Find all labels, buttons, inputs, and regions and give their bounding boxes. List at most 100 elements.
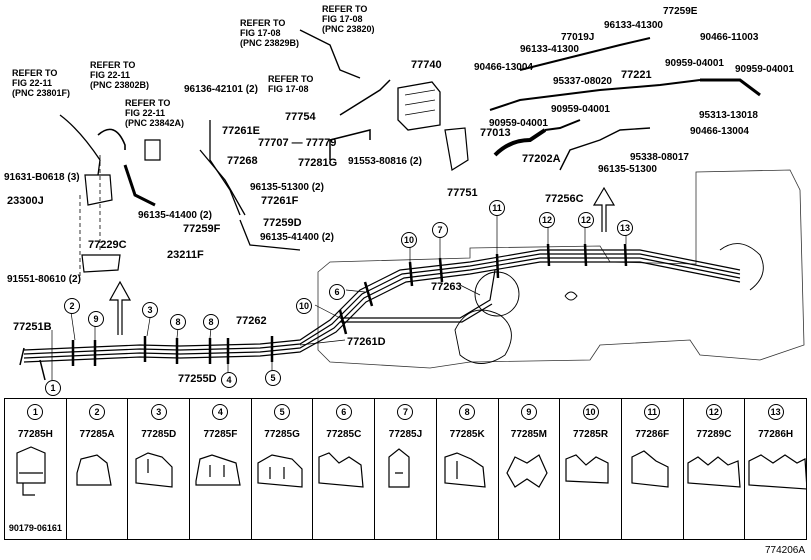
callout-5: 5 [265, 370, 281, 386]
refer-line: REFER TO [90, 60, 136, 70]
callout-2: 2 [64, 298, 80, 314]
part-label: 96133-41300 [604, 20, 663, 31]
pipe-77259 [239, 219, 301, 251]
document-id: 774206A [764, 545, 805, 556]
pipe-77754 [339, 79, 391, 116]
legend-callout: 9 [520, 404, 537, 420]
clamp-shape [631, 450, 669, 488]
clamp-shape [16, 446, 46, 496]
part-label: 77751 [447, 187, 478, 199]
refer-line: (PNC 23829B) [240, 38, 300, 48]
callout-12: 12 [539, 212, 555, 228]
refer-line: (PNC 23801F) [12, 88, 71, 98]
part-label: 77229C [88, 239, 127, 251]
callout-13: 13 [617, 220, 633, 236]
clamp-illustration [444, 452, 486, 488]
legend-part-number: 77285F [203, 429, 238, 440]
part-label: 95337-08020 [553, 76, 612, 87]
part-label: 77256C [545, 193, 584, 205]
part-label: 77259F [183, 223, 221, 235]
clamp-shape [76, 454, 112, 486]
hose-77019J [519, 37, 651, 71]
part-label: 77013 [480, 127, 511, 139]
refer-line: REFER TO [322, 4, 368, 14]
part-label: 90466-11003 [700, 32, 759, 43]
legend-sub-part: 90179-06161 [8, 523, 62, 533]
clamp-illustration [388, 448, 410, 488]
hose-77202A [544, 119, 581, 131]
part-label: 91551-80610 (2) [7, 274, 81, 285]
part-label: 91553-80816 (2) [348, 156, 422, 167]
legend-callout: 5 [274, 404, 291, 420]
refer-line: REFER TO [125, 98, 171, 108]
callout-8: 8 [170, 314, 186, 330]
legend-callout: 12 [705, 404, 722, 420]
legend-part-number: 77285H [17, 429, 53, 440]
part-label: 96135-51300 [598, 164, 657, 175]
part-label: 91631-B0618 (3) [4, 172, 80, 183]
refer-label-5: REFER TO FIG 17-08 (PNC 23820) [322, 4, 375, 34]
part-label: 96135-41400 (2) [260, 232, 334, 243]
callout-7: 7 [432, 222, 448, 238]
legend-part-number: 77289C [696, 429, 732, 440]
up-arrow-left [108, 280, 132, 335]
refer-label-4: REFER TO FIG 17-08 (PNC 23829B) [240, 18, 299, 48]
pipe-77256C [559, 127, 651, 171]
hose-95313 [700, 78, 761, 97]
part-label: 96135-51300 (2) [250, 182, 324, 193]
bracket-77751 [444, 127, 469, 171]
refer-line: FIG 17-08 [240, 28, 281, 38]
legend-callout: 1 [27, 404, 44, 420]
tank-bracket [564, 291, 578, 301]
legend-part-number: 77285A [79, 429, 115, 440]
callout-12b: 12 [578, 212, 594, 228]
clamp-illustration [135, 452, 173, 488]
part-label: 77255D [178, 373, 217, 385]
canister-77740 [397, 81, 441, 131]
legend-part-number: 77285R [573, 429, 609, 440]
fuel-tank-outline [317, 169, 805, 369]
clamp-illustration [505, 454, 548, 488]
legend-callout: 11 [644, 404, 661, 420]
callout-10: 10 [401, 232, 417, 248]
part-label: 95338-08017 [630, 152, 689, 163]
refer-label-2: REFER TO FIG 22-11 (PNC 23802B) [90, 60, 149, 90]
part-label: 90959-04001 [735, 64, 794, 75]
pipe-refer-top [299, 29, 361, 79]
refer-line: (PNC 23820) [322, 24, 375, 34]
canister-hose-3 [123, 164, 156, 207]
main-tube-bundle [23, 249, 741, 363]
part-label: 77268 [227, 155, 258, 167]
part-label: 90959-04001 [665, 58, 724, 69]
part-label: 77202A [522, 153, 561, 165]
legend-callout: 13 [767, 404, 784, 420]
refer-line: FIG 22-11 [125, 108, 166, 118]
clamp-illustration [257, 454, 303, 488]
canister-hose-2 [97, 128, 126, 150]
clamp-shape [135, 452, 173, 488]
clamp-illustration [565, 454, 609, 484]
canister-hose-1 [59, 114, 101, 176]
part-label: 77779 [305, 137, 337, 149]
clamp-illustration [318, 452, 365, 488]
callout-6: 6 [329, 284, 345, 300]
part-label: 77263 [431, 281, 462, 293]
refer-line: REFER TO [240, 18, 286, 28]
part-label: 96136-42101 (2) [184, 84, 258, 95]
callout-4: 4 [221, 372, 237, 388]
part-label: 90466-13004 [690, 126, 749, 137]
legend-part-number: 77285G [264, 429, 300, 440]
part-label: 23211F [167, 249, 204, 261]
part-label: 96135-41400 (2) [138, 210, 212, 221]
pipe-77268 [199, 149, 246, 216]
part-label: 77259D [263, 217, 302, 229]
part-label: 90959-04001 [489, 118, 548, 129]
refer-label-1: REFER TO FIG 22-11 (PNC 23801F) [12, 68, 70, 98]
